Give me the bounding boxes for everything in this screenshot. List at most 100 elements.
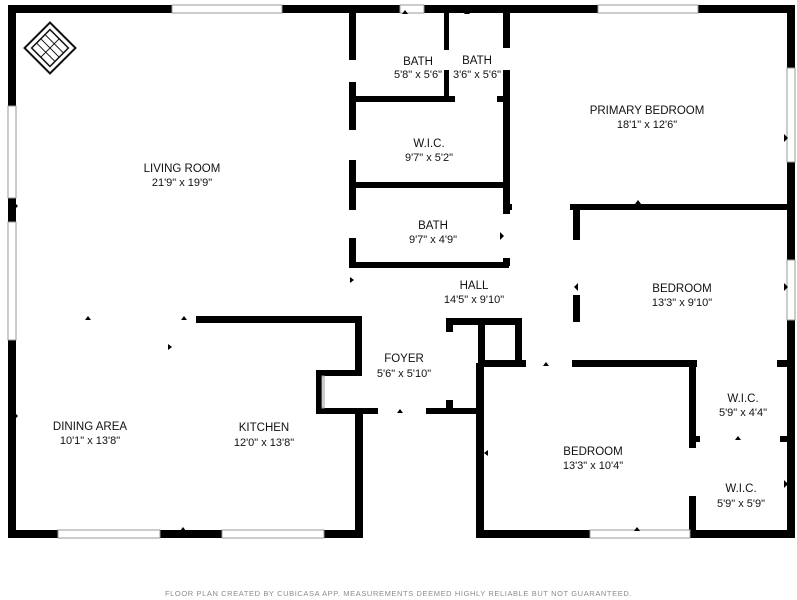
wall — [787, 363, 795, 538]
door-gap — [349, 210, 356, 238]
room-dim-foyer: 5'6" x 5'10" — [377, 368, 431, 380]
door-marker — [543, 362, 549, 366]
room-name-kitchen: KITCHEN — [239, 422, 289, 434]
window — [399, 4, 425, 14]
room-name-bedroom-1: BEDROOM — [652, 283, 711, 295]
room-dim-bedroom-1: 13'3" x 9'10" — [652, 297, 712, 309]
door-gap — [349, 60, 356, 82]
door-marker — [464, 10, 470, 14]
door-marker — [397, 409, 403, 413]
room-name-bath-2: BATH — [462, 55, 492, 67]
wall — [8, 530, 363, 538]
wall — [349, 182, 509, 188]
room-name-wic-3: W.I.C. — [725, 483, 756, 495]
wall — [349, 96, 509, 102]
room-dim-bath-2: 3'6" x 5'6" — [453, 69, 501, 81]
wall — [476, 363, 484, 538]
door-gap — [503, 48, 510, 70]
room-name-living-room: LIVING ROOM — [144, 163, 221, 175]
door-marker — [634, 527, 640, 531]
room-dim-living-room: 21'9" x 19'9" — [152, 177, 212, 189]
door-marker — [168, 344, 172, 350]
door-openings — [349, 48, 780, 496]
wall — [503, 204, 795, 210]
door-marker — [180, 527, 186, 531]
door-marker — [358, 340, 362, 348]
window — [321, 375, 325, 409]
room-name-wic-2: W.I.C. — [727, 393, 758, 405]
door-marker — [402, 10, 408, 14]
footer-disclaimer: FLOOR PLAN CREATED BY CUBICASA APP. MEAS… — [164, 589, 633, 598]
door-gap — [503, 214, 510, 258]
room-dim-primary-bedroom: 18'1" x 12'6" — [617, 119, 677, 131]
room-name-bedroom-2: BEDROOM — [563, 446, 622, 458]
wall — [196, 316, 362, 323]
windows — [7, 4, 796, 539]
door-marker — [500, 232, 504, 240]
door-gap — [573, 240, 580, 295]
door-marker — [784, 480, 788, 488]
window — [589, 529, 691, 539]
room-name-bath-3: BATH — [418, 220, 448, 232]
window — [7, 105, 17, 199]
wall — [787, 5, 795, 363]
room-name-foyer: FOYER — [384, 353, 424, 365]
room-dim-bath-1: 5'8" x 5'6" — [394, 69, 442, 81]
door-marker — [784, 283, 788, 291]
wall — [355, 410, 363, 538]
room-dim-dining-area: 10'1" x 13'8" — [60, 435, 120, 447]
room-dim-wic-1: 9'7" x 5'2" — [405, 152, 453, 164]
room-name-primary-bedroom: PRIMARY BEDROOM — [590, 105, 705, 117]
room-name-wic-1: W.I.C. — [413, 138, 444, 150]
room-dim-bedroom-2: 13'3" x 10'4" — [563, 460, 623, 472]
wall — [316, 408, 362, 414]
door-gap — [512, 204, 570, 210]
window — [57, 529, 161, 539]
door-marker — [350, 277, 354, 283]
room-name-bath-1: BATH — [403, 56, 433, 68]
room-dim-hall: 14'5" x 9'10" — [444, 294, 504, 306]
door-gap — [697, 360, 777, 367]
door-marker — [735, 436, 741, 440]
wall — [515, 318, 522, 364]
room-name-hall: HALL — [460, 280, 489, 292]
door-marker — [575, 363, 581, 367]
door-gap — [378, 408, 426, 414]
wall — [478, 360, 795, 367]
door-marker — [635, 200, 641, 204]
wall — [316, 370, 362, 376]
door-marker — [784, 134, 788, 142]
door-gap — [349, 130, 356, 160]
wall — [478, 318, 485, 366]
door-marker — [85, 316, 91, 320]
room-labels: LIVING ROOM 21'9" x 19'9" BATH 5'8" x 5'… — [53, 55, 767, 510]
door-marker — [689, 398, 693, 406]
door-gap — [526, 360, 572, 367]
door-gap — [455, 96, 497, 102]
room-dim-bath-3: 9'7" x 4'9" — [409, 234, 457, 246]
door-gap — [689, 448, 696, 496]
door-marker — [484, 450, 488, 456]
walls — [8, 5, 795, 538]
room-dim-kitchen: 12'0" x 13'8" — [234, 437, 294, 449]
door-marker — [14, 202, 18, 210]
window — [221, 529, 325, 539]
window — [171, 4, 283, 14]
window — [7, 221, 17, 341]
door-gap — [446, 332, 453, 400]
window — [786, 67, 796, 163]
wall — [503, 10, 510, 266]
window — [597, 4, 699, 14]
door-gap — [444, 50, 449, 70]
door-marker — [14, 412, 18, 420]
room-dim-wic-3: 5'9" x 5'9" — [717, 498, 765, 510]
markers — [14, 10, 788, 531]
door-marker — [574, 283, 578, 291]
room-dim-wic-2: 5'9" x 4'4" — [719, 407, 767, 419]
window — [786, 259, 796, 321]
room-name-dining-area: DINING AREA — [53, 421, 127, 433]
door-marker — [181, 316, 187, 320]
wall — [316, 370, 322, 414]
compass-icon — [23, 21, 77, 75]
